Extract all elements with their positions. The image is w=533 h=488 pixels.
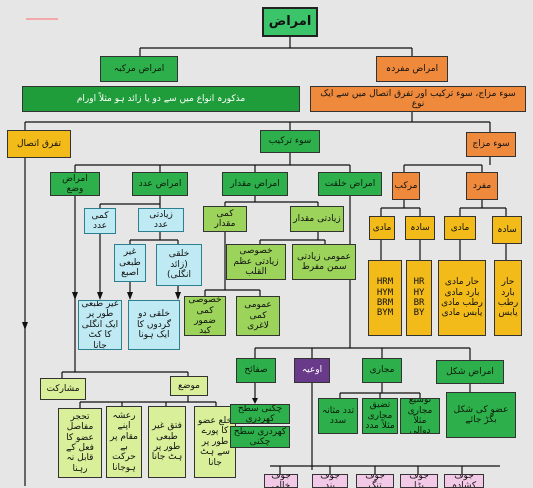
amraz-shakl-box: امراض شکل: [436, 360, 504, 384]
ziyadati-adad-box: زیادتی عدد: [138, 208, 184, 232]
ghair-tabai-asba-box: غیر طبعی اصبع: [114, 244, 146, 282]
tazeeq-majari-box: تضیق مجاری مثلاً مدد: [362, 398, 398, 434]
amraz-mufrada-desc: سوء مزاج، سوء ترکیب اور تفرق اتصال میں س…: [310, 86, 526, 112]
amraz-murakkaba-box: امراض مرکبہ: [100, 56, 178, 82]
sada-box-mufrad: سادہ: [492, 216, 522, 244]
amraz-khilqat-box: امراض خلقت: [318, 172, 382, 196]
hr-item: BR: [413, 298, 425, 308]
tadad-box: تدد مثانہ سدد: [318, 398, 358, 434]
amraz-mufrada-box: امراض مفردہ: [376, 56, 448, 82]
mufrad-box: مفرد: [466, 172, 498, 200]
hrm-item: HYM: [376, 287, 394, 298]
umoomi-kami-box: عمومی کمی لاغری: [236, 296, 280, 336]
amraz-adad-box: امراض عدد: [132, 172, 188, 196]
safah-box: صفائح: [236, 358, 276, 383]
ghair-tabai-ungli-katna-box: غیر طبعی طور پر ایک انگلی کا کٹ جانا: [78, 300, 122, 350]
amraz-miqdar-box: امراض مقدار: [222, 172, 288, 196]
bottom-item: جوف خالی: [264, 474, 298, 488]
shakl-bigarna-box: عضو کی شکل بگڑ جائے: [446, 392, 516, 438]
khusoosi-ziyadati-box: خصوصی زیادتی عظم القلب: [226, 244, 286, 280]
ziyadati-miqdar-box: زیادتی مقدار: [290, 206, 344, 232]
hrm-list: HRM HYM BRM BYM: [368, 260, 402, 336]
maddi-box-mufrad: مادی: [444, 216, 476, 240]
murakkab-box: مرکب: [392, 172, 420, 200]
hr-list: HR HY BR BY: [406, 260, 432, 336]
khala-box: خلع عضو کا پورے طور پر سے ہٹ جانا: [194, 406, 236, 478]
amraz-murakkaba-desc: مذکورہ انواع میں سے دو یا زائد ہو مثلاً …: [22, 86, 300, 112]
tafarruq-ittisal-box: تفرق اتصال: [7, 130, 71, 158]
logo-mark: [26, 18, 58, 20]
page-title: امراض: [262, 7, 318, 37]
majari-box: مجاری: [362, 358, 402, 383]
tausee-majari-box: توسیع مجاری مثلاً دوالی: [400, 398, 440, 434]
amraz-waza-box: امراض وضع: [50, 172, 100, 196]
hrm-item: BRM: [376, 298, 394, 308]
maddi-list: حار مادی بارد مادی رطب مادی یابس مادی: [438, 260, 486, 336]
kami-miqdar-box: کمی مقدار: [203, 206, 247, 232]
raasha-box: رعشہ اپنے مقام پر بے حرکت ہوجانا: [106, 406, 142, 478]
soo-tarkeeb-box: سوء ترکیب: [260, 130, 320, 153]
mauza-box: موضع: [170, 376, 208, 396]
hr-item: HY: [413, 287, 425, 298]
soo-mizaj-box: سوء مزاج: [466, 132, 516, 157]
khilqi-zaid-ungli-box: خلقی (زائد انگلی): [156, 244, 202, 286]
auiya-box: اوعیہ: [294, 358, 330, 383]
safah-smooth-rough-box: چکنی سطح کھردری: [230, 404, 290, 424]
kami-adad-box: کمی عدد: [84, 208, 116, 234]
tajjur-mafasil-box: تحجر مفاصل عضو کا فعل کے قابل نہ رہنا: [58, 408, 102, 478]
sada-box-murakkab: سادہ: [405, 216, 435, 240]
musharakat-box: مشارکت: [40, 378, 86, 400]
khilqi-gurdon-ka-ek-hona-box: خلقی دو گردوں کا ایک ہونا: [128, 300, 180, 350]
umoomi-ziyadati-box: عمومی زیادتی سمن مفرط: [292, 244, 356, 280]
hr-item: HR: [413, 277, 425, 288]
fatq-box: فتق غیر طبعی طور پر ہٹ جانا: [148, 406, 186, 478]
hr-item: BY: [413, 308, 425, 319]
hrm-item: HRM: [376, 277, 394, 288]
maddi-box-murakkab: مادی: [369, 216, 395, 240]
safah-rough-smooth-box: کھردری سطح چکنی: [230, 426, 290, 448]
khusoosi-kami-box: خصوصی کمی ضمور کبد: [184, 296, 226, 336]
sada-list: حار بارد رطب یابس: [494, 260, 522, 336]
hrm-item: BYM: [376, 308, 394, 319]
